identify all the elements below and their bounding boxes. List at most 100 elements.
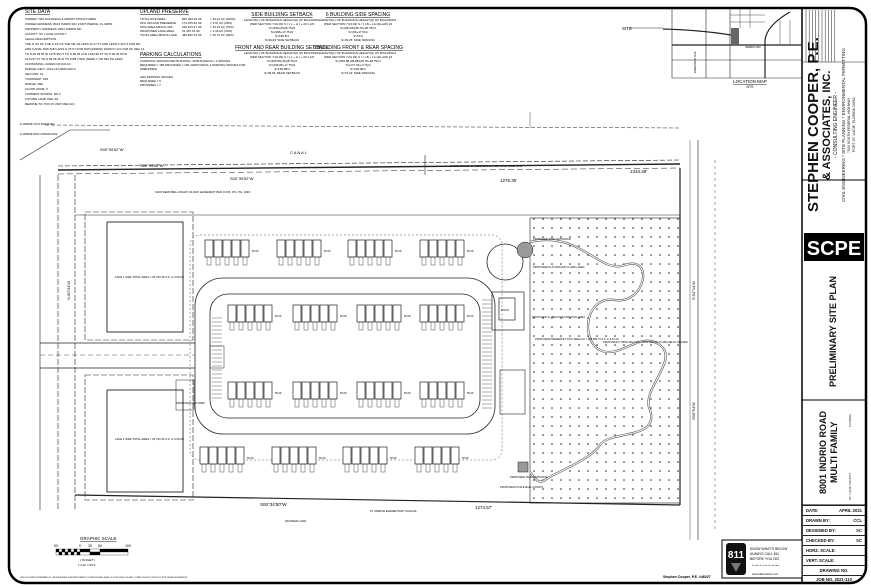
entrance-road: [40, 342, 195, 369]
driveway: [215, 256, 221, 266]
project-type: MULTI FAMILY: [829, 421, 839, 483]
unit: [236, 304, 246, 323]
driveway: [439, 321, 445, 331]
parking-line: 2 PARKING SPACES PER BUILDING, 40 BUILDI…: [140, 59, 230, 63]
driveway: [421, 398, 427, 408]
driveway: [278, 256, 284, 266]
811-line-3: BEFORE YOU DIG: [750, 557, 780, 561]
unit: [455, 381, 465, 400]
driveway: [425, 463, 431, 473]
spacing-line: S=33.25' SIDE SPACING: [341, 38, 375, 42]
spacing-line: S=(96+17.5)/4: [348, 30, 368, 34]
unit: [428, 381, 438, 400]
side-setback-title: SIDE BUILDING SETBACK: [251, 12, 313, 18]
scale-tick-label: 50: [54, 544, 58, 548]
unit: [414, 446, 424, 465]
unit: [446, 239, 456, 258]
site-data-line: COUNTY: ST. LUCIE COUNTY: [25, 32, 67, 36]
building-spacing-label: 50.00': [275, 315, 282, 318]
unit: [294, 239, 304, 258]
east-bearing-2: S00°54'W: [691, 402, 696, 420]
upland-cell: = 15.72 AC (90%): [210, 33, 234, 37]
driveway: [256, 321, 262, 331]
unit: [351, 446, 361, 465]
unit: [227, 381, 237, 400]
811-line-1: KNOW WHAT'S BELOW: [750, 547, 788, 551]
unit: [280, 446, 290, 465]
driveway: [421, 321, 427, 331]
title-block-row: DRAWN BY:CCL: [803, 515, 865, 525]
driveway: [439, 398, 445, 408]
upland-cell: = 19.41 AC (100%): [210, 17, 235, 21]
driveway: [439, 256, 445, 266]
building-spacing-label: 50.00': [462, 457, 469, 460]
driveway: [457, 256, 463, 266]
title-block-row: HORZ. SCALE:: [803, 545, 865, 555]
pool: [498, 297, 516, 321]
row-value: CCL: [853, 518, 862, 523]
driveway: [430, 398, 436, 408]
location-map-title: LOCATION MAP: [733, 79, 767, 84]
trail-label: PROPOSED 6' WIDE WALKING TRAIL MULCH TO …: [603, 340, 688, 344]
unit: [441, 446, 451, 465]
unit: [292, 304, 302, 323]
location-map: [630, 8, 802, 79]
row-label: DESIGNED BY:: [806, 528, 836, 533]
unit: [356, 304, 366, 323]
site-data-line: REZONE TO: PUD (5 UNIT PER AC): [25, 102, 75, 106]
driveway: [314, 256, 320, 266]
driveway: [305, 256, 311, 266]
title-block-row: DATE:APRIL 2021: [803, 505, 865, 515]
unit: [204, 239, 214, 258]
building-spacing-label: 50.00': [467, 315, 474, 318]
job-number: JOB NO. 2021-110: [803, 575, 865, 583]
unit: [356, 381, 366, 400]
building: 50.00': [276, 239, 331, 266]
graphic-scale-title: GRAPHIC SCALE: [80, 536, 117, 541]
driveway: [434, 463, 440, 473]
site-data-line: TOWNSHIP: 34S: [25, 77, 48, 81]
setback-line: S=(296+26)(8.75)/4: [269, 26, 296, 30]
location-map-nts: NTS: [747, 85, 755, 89]
parking-line: REQUIRED = 186 PROVIDED = 190 (ADDITIONA…: [140, 63, 246, 67]
building-spacing-label: 50.00': [340, 315, 347, 318]
site-data-line: CONTAINING: ACRES OF R/A AC: [25, 62, 72, 66]
unit: [356, 239, 366, 258]
setback-line: LENGTH(L) OF BUILDINGS HEIGHT(H) OF BUIL…: [244, 51, 320, 55]
driveway: [321, 321, 327, 331]
lake-1: [106, 221, 184, 333]
lake-2: [106, 389, 184, 493]
driveway: [367, 321, 373, 331]
pickle-ball-courts: [499, 369, 526, 415]
unit: [423, 446, 433, 465]
site-label: SITE: [622, 26, 632, 31]
upland-cell: 845,463.29 SF: [182, 17, 202, 21]
building: 50.00': [356, 381, 411, 408]
building: 50.00': [227, 381, 282, 408]
unit: [208, 446, 218, 465]
unit: [199, 446, 209, 465]
setback-line: S=(296.88+26)(8.75)/4: [267, 59, 298, 63]
parking-line: ADA PARKING SPACES: [140, 75, 173, 79]
east-bearing: S.01°14'W: [691, 281, 696, 300]
driveway: [237, 463, 243, 473]
engineer-seal: Stephen Cooper, P.E. #46027: [663, 575, 711, 579]
unit: [298, 446, 308, 465]
lakes: [84, 211, 194, 501]
unit: [419, 239, 429, 258]
building-spacing-label: 50.00': [404, 315, 411, 318]
disclaimer: THIS DOCUMENT PREPARED BY THE ENGINEER I…: [20, 576, 188, 579]
unit: [271, 446, 281, 465]
unit: [450, 446, 460, 465]
revision-grid: [802, 10, 866, 63]
unit: [310, 304, 320, 323]
title-block-row: CHECKED BY:SC: [803, 535, 865, 545]
building-spacing-label: 50.00': [404, 392, 411, 395]
driveway: [457, 321, 463, 331]
scale-ratio: 1 inch = 50 ft.: [78, 563, 96, 567]
scpe-logo-box: [804, 233, 864, 261]
driveway: [376, 398, 382, 408]
setback-line: S=(296.88+17.75)/4: [269, 63, 296, 67]
driveway: [457, 398, 463, 408]
